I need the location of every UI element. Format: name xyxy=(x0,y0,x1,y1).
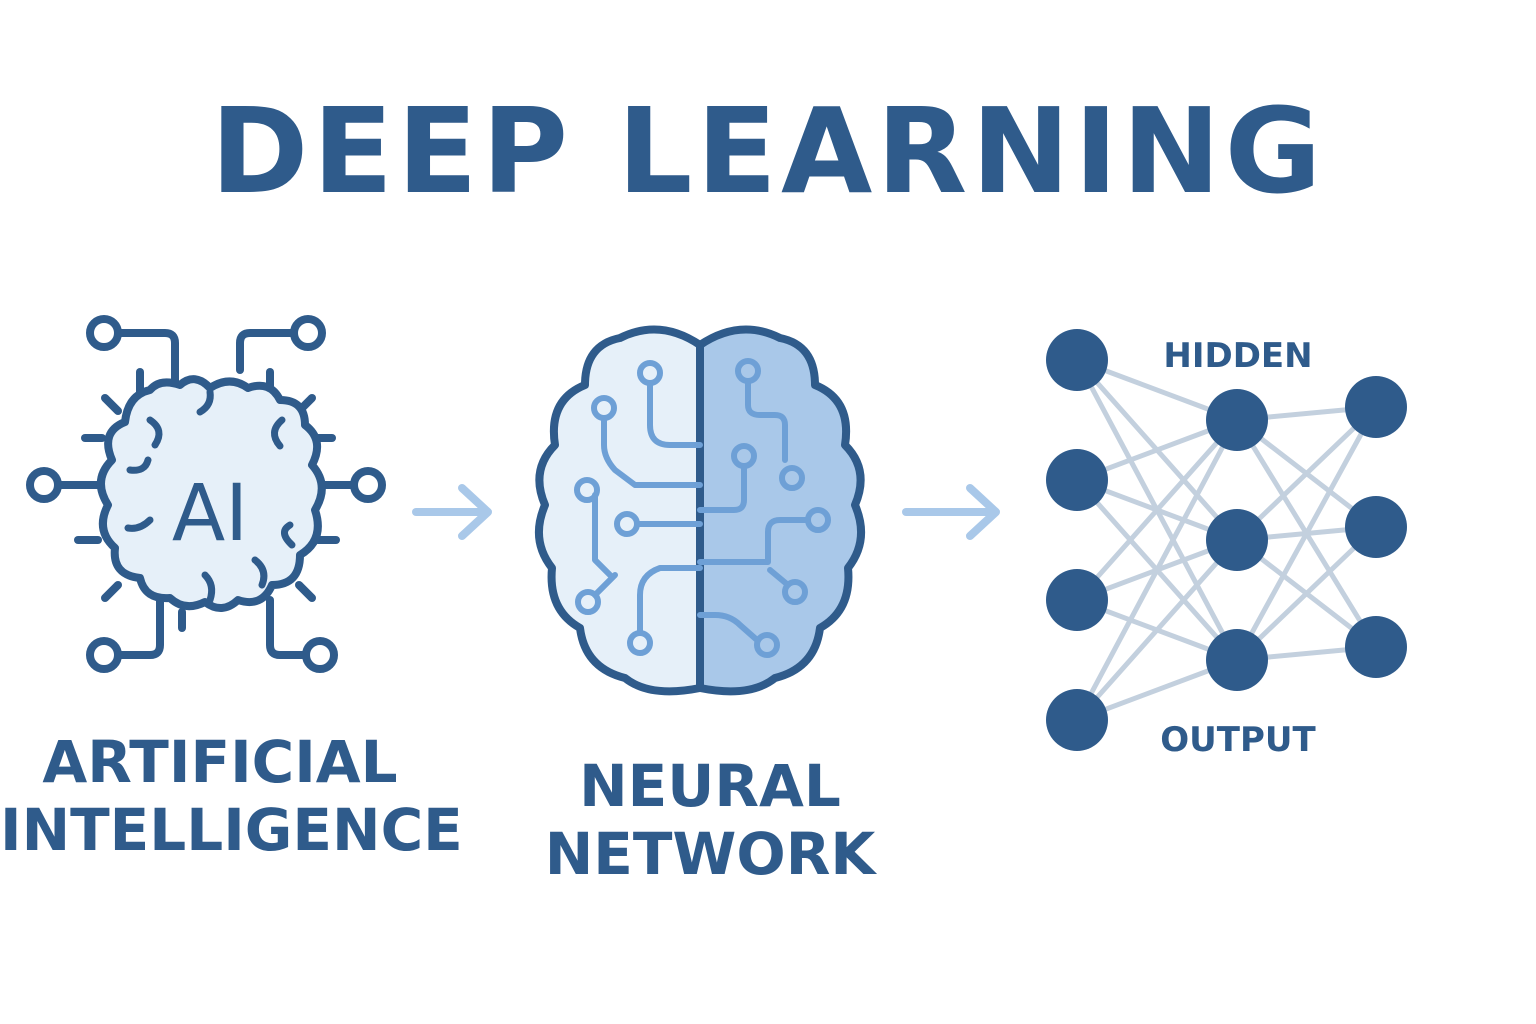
page-title: DEEP LEARNING xyxy=(210,82,1326,220)
arrow-right-icon xyxy=(902,484,1000,540)
output-layer-label: OUTPUT xyxy=(1160,720,1316,760)
ai-caption-line: ARTIFICIAL xyxy=(42,728,398,796)
network-node xyxy=(1345,496,1407,558)
ai-brain-chip-icon: AI xyxy=(26,315,386,673)
network-nodes xyxy=(1046,329,1407,751)
network-node xyxy=(1206,389,1268,451)
network-edge xyxy=(1234,524,1379,663)
network-edge xyxy=(1234,404,1379,663)
ai-icon-text: AI xyxy=(172,469,248,559)
network-node xyxy=(1206,509,1268,571)
brain-circuit-icon xyxy=(534,325,866,696)
network-node xyxy=(1046,689,1108,751)
network-node xyxy=(1046,449,1108,511)
ai-caption-line: INTELLIGENCE xyxy=(0,796,463,865)
network-node xyxy=(1345,616,1407,678)
network-edge xyxy=(1074,417,1240,723)
network-node xyxy=(1345,376,1407,438)
nn-caption-line: NEURAL xyxy=(579,752,841,820)
network-node xyxy=(1046,569,1108,631)
hidden-layer-label: HIDDEN xyxy=(1163,336,1313,376)
network-edge xyxy=(1074,417,1240,603)
arrow-right-icon xyxy=(412,484,492,540)
network-edges xyxy=(1074,357,1379,723)
nn-caption-line: NETWORK xyxy=(544,820,876,889)
network-edge xyxy=(1074,537,1240,723)
network-node xyxy=(1046,329,1108,391)
network-node xyxy=(1206,629,1268,691)
neural-network-caption: NEURAL NETWORK xyxy=(510,752,910,889)
network-edge xyxy=(1234,404,1379,543)
ai-caption: ARTIFICIAL INTELLIGENCE xyxy=(0,728,463,865)
